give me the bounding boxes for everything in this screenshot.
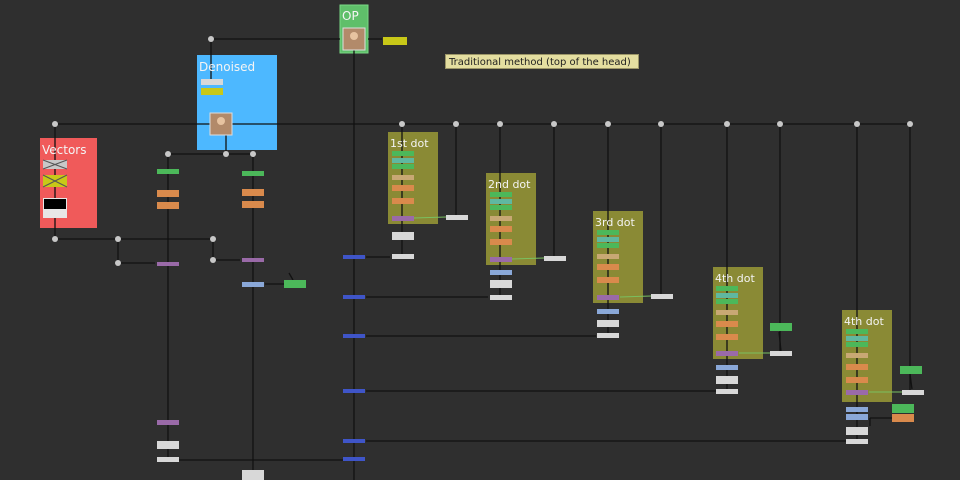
- dot3-node-stack[interactable]: [597, 230, 673, 338]
- dot1-node-stack[interactable]: [392, 151, 468, 259]
- sticky-note[interactable]: Traditional method (top of the head): [445, 54, 639, 69]
- dot-nodes[interactable]: [52, 36, 913, 266]
- backdrop-label-2nd-dot: 2nd dot: [488, 178, 531, 191]
- backdrop-label-1st-dot: 1st dot: [390, 137, 429, 150]
- yellow-node-op[interactable]: [383, 37, 407, 45]
- dot2-node-stack[interactable]: [490, 192, 566, 300]
- dot4a-node-stack[interactable]: [716, 286, 792, 394]
- denoised-yellow-node[interactable]: [201, 88, 223, 95]
- backdrop-label-denoised: Denoised: [199, 60, 256, 74]
- backdrop-label-3rd-dot: 3rd dot: [595, 216, 635, 229]
- pipes: [54, 38, 913, 480]
- denoised-thumbnail-face: [217, 117, 225, 125]
- backdrop-label-4th-dot-a: 4th dot: [715, 272, 755, 285]
- backdrop-label-vectors: Vectors: [42, 143, 87, 157]
- op-thumbnail-face: [350, 32, 358, 40]
- blue-merge-nodes[interactable]: [343, 255, 365, 461]
- pipes-highlight: [413, 216, 902, 393]
- backdrop-label-4th-dot-b: 4th dot: [844, 315, 884, 328]
- dot4b-node-stack[interactable]: [846, 329, 924, 444]
- backdrop-label-op: OP: [342, 9, 359, 23]
- vectors-viewer-black: [44, 199, 66, 209]
- left-node-column[interactable]: [157, 169, 306, 480]
- denoised-white-node[interactable]: [201, 79, 223, 85]
